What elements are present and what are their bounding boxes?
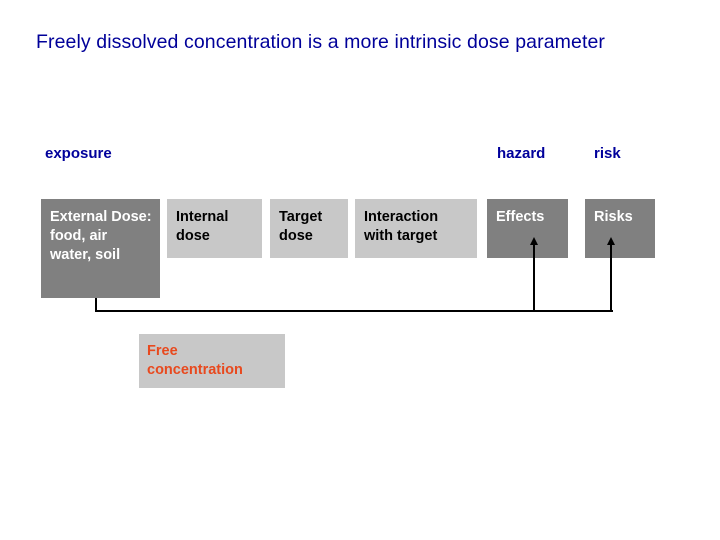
flow-box-risks[interactable]: Risks — [585, 199, 655, 258]
connector-horizontal-bus — [95, 310, 613, 312]
connector-riser-to-effects — [533, 244, 535, 312]
page-title: Freely dissolved concentration is a more… — [36, 31, 606, 53]
flow-box-external-dose[interactable]: External Dose: food, air water, soil — [41, 199, 160, 298]
flow-box-interaction-with-target[interactable]: Interaction with target — [355, 199, 477, 258]
flow-box-free-concentration[interactable]: Free concentration — [139, 334, 285, 388]
arrow-up-icon-risks — [607, 237, 615, 245]
flow-box-internal-dose[interactable]: Internal dose — [167, 199, 262, 258]
connector-drop-from-external-dose — [95, 298, 97, 312]
group-label-hazard: hazard — [497, 145, 546, 162]
group-label-exposure: exposure — [45, 145, 112, 162]
flow-box-target-dose[interactable]: Target dose — [270, 199, 348, 258]
connector-riser-to-risks — [610, 244, 612, 312]
arrow-up-icon-effects — [530, 237, 538, 245]
flow-box-effects[interactable]: Effects — [487, 199, 568, 258]
group-label-risk: risk — [594, 145, 621, 162]
